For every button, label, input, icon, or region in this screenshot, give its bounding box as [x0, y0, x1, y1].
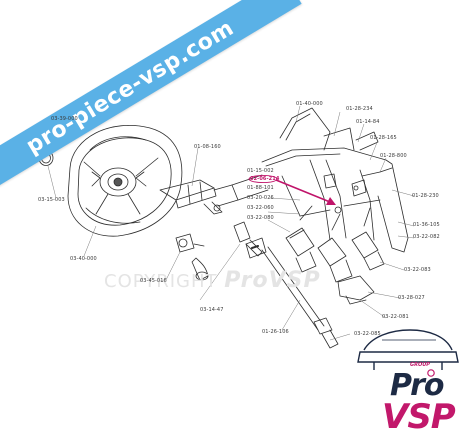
floor-bracket	[337, 275, 375, 305]
part-label: 03-14-47	[200, 307, 224, 313]
highlight-arrow	[248, 174, 336, 205]
logo-gear-icon	[427, 369, 435, 377]
part-label: 03-28-027	[398, 295, 425, 301]
part-label: 01-40-000	[296, 101, 323, 107]
logo-group-text: GROUP	[410, 362, 430, 368]
part-label: 03-22-060	[247, 205, 274, 211]
intermediate-shaft	[261, 246, 339, 349]
steering-column	[159, 174, 269, 215]
part-label: 03-22-081	[382, 314, 409, 320]
part-label: 03-22-080	[247, 215, 274, 221]
copyright-text: COPYRIGHT	[104, 271, 218, 292]
part-label: 01-36-105	[413, 222, 440, 228]
part-label: 01-28-230	[412, 193, 439, 199]
logo-pro-text: Pro	[390, 368, 444, 403]
copyright-tail: VSP	[268, 268, 321, 293]
ignition-lock	[175, 233, 209, 281]
part-label: 01-28-234	[346, 106, 373, 112]
provsp-logo: GROUP Pro VSP	[350, 325, 460, 437]
part-label: 03-40-000	[70, 256, 97, 262]
part-label: 03-22-082	[413, 234, 440, 240]
part-label: 01-15-002	[247, 168, 274, 174]
part-label: 03-22-083	[404, 267, 431, 273]
part-label: 01-28-165	[370, 135, 397, 141]
part-label: 03-45-016	[140, 278, 167, 284]
part-label: 03-22-085	[354, 331, 381, 337]
column-sleeve	[245, 237, 267, 259]
part-label: 03-39-000	[51, 116, 78, 122]
leader-lines	[45, 105, 415, 341]
logo-car-icon	[357, 329, 459, 370]
pedal-frame	[261, 107, 409, 253]
part-label-highlighted: 02-06-214	[250, 176, 280, 182]
copyright-brand: Pro	[224, 268, 269, 293]
part-label: 01-88-101	[247, 185, 274, 191]
part-label: 03-20-026	[247, 195, 274, 201]
part-label: 03-15-003	[38, 197, 65, 203]
logo-vsp-text: VSP	[382, 397, 456, 437]
part-label: 01-08-160	[194, 144, 221, 150]
part-label: 01-26-106	[262, 329, 289, 335]
pedals	[285, 205, 385, 283]
steering-wheel	[67, 125, 183, 237]
part-label: 01-28-800	[380, 153, 407, 159]
part-label: 01-14-84	[356, 119, 380, 125]
copyright-watermark: COPYRIGHT ProVSP	[104, 268, 321, 293]
